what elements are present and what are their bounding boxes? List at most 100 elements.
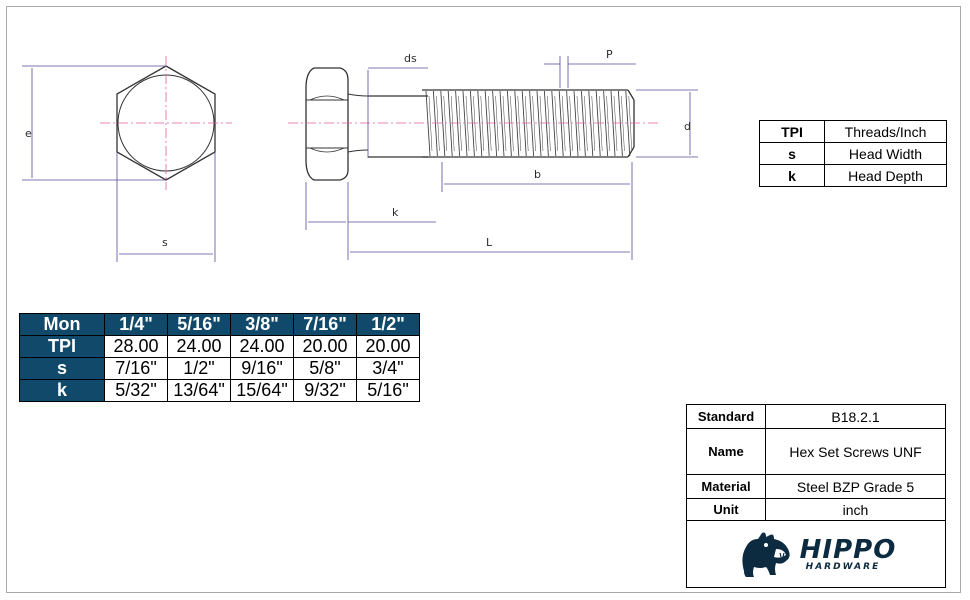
label-l: L [486, 236, 493, 249]
thread-root [613, 95, 618, 152]
info-value: Hex Set Screws UNF [765, 428, 946, 475]
thread-root [532, 95, 536, 152]
dimension-s [116, 152, 216, 262]
thread-root [621, 95, 625, 152]
dimension-ds [367, 67, 428, 158]
info-label: Unit [686, 498, 766, 521]
thread-root [524, 95, 529, 152]
page-frame [6, 6, 961, 593]
header-cell: Mon [19, 313, 105, 336]
thread-crest [447, 90, 453, 157]
brand-logo: HIPPO HARDWARE [687, 521, 945, 587]
row-header: s [19, 357, 105, 380]
size-row-k: k 5/32" 13/64" 15/64" 9/32" 5/16" [19, 379, 420, 402]
row-header: k [19, 379, 105, 402]
legend-row: TPI Threads/Inch [759, 120, 947, 143]
thread-crest [603, 90, 609, 157]
dimension-b [441, 162, 633, 260]
thread-root [510, 95, 514, 152]
legend-row: s Head Width [759, 142, 947, 165]
label-k: k [392, 206, 399, 219]
thread-crest [521, 90, 527, 157]
thread-root [561, 95, 566, 152]
thread-crest [492, 90, 498, 157]
info-row-unit: Unit inch [686, 498, 946, 521]
table-cell: 9/16" [230, 357, 294, 380]
thread-crest [440, 90, 446, 157]
thread-pattern [425, 90, 633, 157]
table-cell: 5/32" [104, 379, 168, 402]
dimension-p [544, 56, 636, 88]
brand-wordmark: HIPPO HARDWARE [800, 537, 897, 572]
info-row-material: Material Steel BZP Grade 5 [686, 474, 946, 499]
info-label: Standard [686, 404, 766, 429]
thread-root [547, 95, 551, 152]
thread-root [584, 95, 588, 152]
label-s: s [162, 236, 168, 249]
thread-root [473, 95, 477, 152]
thread-root [487, 95, 492, 152]
thread-crest [551, 90, 557, 157]
table-cell: 15/64" [230, 379, 294, 402]
thread-crest [617, 90, 623, 157]
header-cell: 1/4" [104, 313, 168, 336]
table-cell: 7/16" [104, 357, 168, 380]
thread-crest [595, 90, 601, 157]
thread-crest [543, 90, 549, 157]
header-cell: 3/8" [230, 313, 294, 336]
legend-value: Head Depth [824, 164, 947, 187]
thread-crest [469, 90, 475, 157]
thread-root [569, 95, 573, 152]
thread-crest [477, 90, 483, 157]
bolt-side-view [305, 67, 635, 181]
info-value: inch [765, 498, 946, 521]
legend-key: s [759, 142, 825, 165]
thread-root [606, 95, 610, 152]
thread-crest [625, 90, 631, 157]
brand-logo-cell: HIPPO HARDWARE [686, 520, 946, 588]
thread-crest [484, 90, 490, 157]
brand-subtitle: HARDWARE [805, 561, 881, 572]
header-cell: 5/16" [167, 313, 231, 336]
table-cell: 13/64" [167, 379, 231, 402]
header-cell: 1/2" [356, 313, 420, 336]
thread-root [591, 95, 596, 152]
thread-root [502, 95, 507, 152]
thread-crest [432, 90, 438, 157]
hippo-icon [742, 532, 790, 577]
table-cell: 28.00 [104, 335, 168, 358]
info-label: Name [686, 428, 766, 475]
label-d: d [684, 120, 691, 133]
info-row-standard: Standard B18.2.1 [686, 404, 946, 429]
row-header: TPI [19, 335, 105, 358]
thread-crest [573, 90, 579, 157]
table-cell: 1/2" [167, 357, 231, 380]
thread-root [428, 95, 433, 152]
size-row-s: s 7/16" 1/2" 9/16" 5/8" 3/4" [19, 357, 420, 380]
thread-crest [462, 90, 468, 157]
table-cell: 5/16" [356, 379, 420, 402]
thread-root [465, 95, 470, 152]
label-e: e [25, 127, 32, 140]
label-b: b [534, 168, 541, 181]
legend-key: k [759, 164, 825, 187]
info-row-name: Name Hex Set Screws UNF [686, 428, 946, 475]
thread-root [495, 95, 499, 152]
thread-crest [558, 90, 564, 157]
dimension-e [22, 65, 166, 181]
thread-root [539, 95, 544, 152]
thread-root [436, 95, 440, 152]
thread-crest [425, 90, 431, 157]
brand-name: HIPPO [799, 534, 897, 565]
thread-root [554, 95, 559, 152]
header-cell: 7/16" [293, 313, 357, 336]
size-row-tpi: TPI 28.00 24.00 24.00 20.00 20.00 [19, 335, 420, 358]
legend-value: Head Width [824, 142, 947, 165]
thread-crest [506, 90, 512, 157]
thread-root [517, 95, 522, 152]
info-value: B18.2.1 [765, 404, 946, 429]
thread-root [450, 95, 455, 152]
centre-lines-end-view [100, 56, 232, 190]
legend-value: Threads/Inch [824, 120, 947, 143]
